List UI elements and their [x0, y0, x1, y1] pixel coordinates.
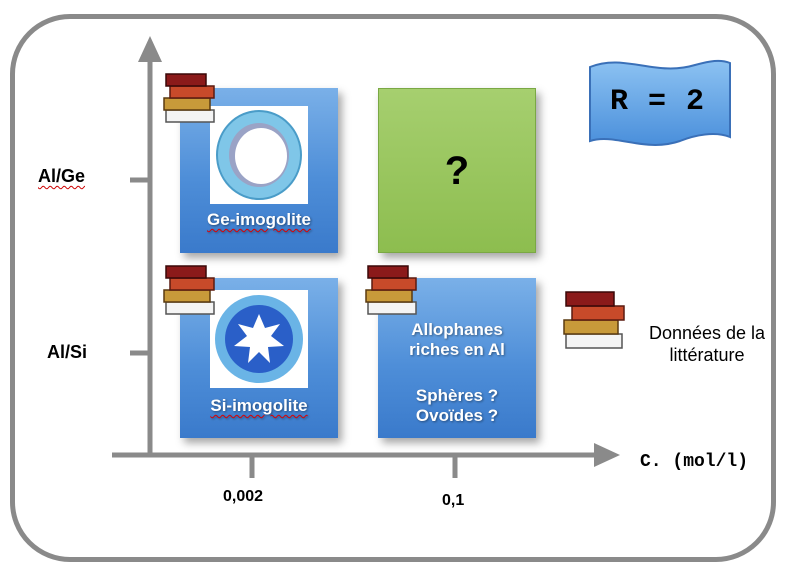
legend-line2: littérature: [669, 345, 745, 365]
y-label-alge: Al/Ge: [38, 166, 86, 186]
legend-line1: Données de la: [648, 323, 766, 343]
si-imogolite-label: Si-imogolite: [180, 396, 338, 416]
books-icon: [163, 265, 215, 315]
si-imogolite-box: Si-imogolite: [180, 278, 338, 438]
books-icon: [163, 73, 215, 123]
si-imogolite-image: [210, 290, 308, 388]
y-axis-arrow: [138, 36, 162, 62]
ge-imogolite-image: [210, 106, 308, 204]
ge-imogolite-label: Ge-imogolite: [180, 210, 338, 230]
x-tick-label-0002: 0,002: [223, 488, 264, 505]
x-tick-label-01: 0,1: [442, 492, 465, 509]
unknown-label: ?: [444, 149, 470, 193]
allophanes-line4: Ovoïdes ?: [415, 406, 499, 425]
si-imogolite-label-text: Si-imogolite: [210, 396, 308, 415]
allophanes-line1: Allophanes: [411, 320, 503, 339]
x-axis-title-text: C. (mol/l): [640, 452, 749, 472]
x-axis-arrow: [594, 443, 620, 467]
ge-imogolite-box: Ge-imogolite: [180, 88, 338, 253]
legend-books-icon: [563, 291, 625, 349]
x-axis-title: C. (mol/l): [640, 452, 748, 472]
allophanes-line3: Sphères ?: [415, 386, 499, 405]
ge-imogolite-label-text: Ge-imogolite: [207, 210, 311, 229]
allophanes-box: Allophanes riches en Al Sphères ? Ovoïde…: [378, 278, 536, 438]
flag-shape: [589, 59, 731, 146]
unknown-box: ?: [378, 88, 536, 253]
y-label-alsi: Al/Si: [47, 342, 88, 362]
allophanes-line2: riches en Al: [409, 340, 505, 359]
books-icon: [365, 265, 417, 315]
flag-label: R = 2: [610, 85, 706, 119]
